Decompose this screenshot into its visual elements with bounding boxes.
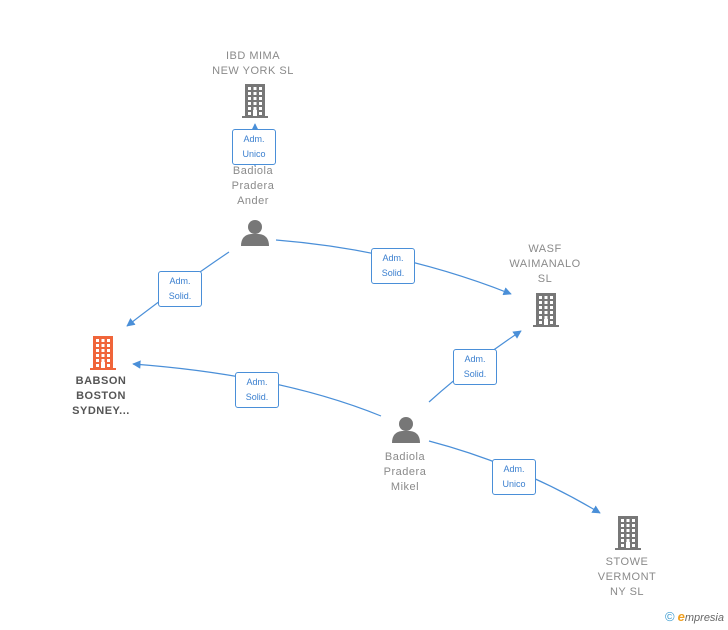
copyright-symbol: © bbox=[665, 609, 675, 624]
node-label-ander[interactable]: Badiola Pradera Ander bbox=[231, 165, 275, 207]
nodes-layer bbox=[90, 84, 641, 550]
footer-brand: ©empresia bbox=[665, 609, 724, 624]
edge-label-mikel-to-babson[interactable]: Adm. Solid. bbox=[235, 372, 279, 408]
edge-label-mikel-to-wasf[interactable]: Adm. Solid. bbox=[453, 349, 497, 385]
node-label-ibd[interactable]: IBD MIMA NEW YORK SL bbox=[212, 50, 294, 77]
babson-building-icon[interactable] bbox=[90, 336, 116, 370]
ibd-building-icon[interactable] bbox=[242, 84, 268, 118]
edge-label-ander-to-ibd[interactable]: Adm. Unico bbox=[232, 129, 276, 165]
edge-label-ander-to-wasf[interactable]: Adm. Solid. bbox=[371, 248, 415, 284]
ander-person-icon[interactable] bbox=[241, 220, 269, 246]
node-label-mikel[interactable]: Badiola Pradera Mikel bbox=[383, 451, 427, 493]
edge-label-ander-to-babson[interactable]: Adm. Solid. bbox=[158, 271, 202, 307]
node-label-babson[interactable]: BABSON BOSTON SYDNEY... bbox=[72, 375, 130, 417]
brand-name: mpresia bbox=[684, 612, 724, 624]
mikel-person-icon[interactable] bbox=[392, 417, 420, 443]
wasf-building-icon[interactable] bbox=[533, 293, 559, 327]
brand-logo-e: e bbox=[677, 609, 685, 624]
node-label-wasf[interactable]: WASF WAIMANALO SL bbox=[509, 243, 581, 285]
edge-label-mikel-to-stowe[interactable]: Adm. Unico bbox=[492, 459, 536, 495]
stowe-building-icon[interactable] bbox=[615, 516, 641, 550]
node-label-stowe[interactable]: STOWE VERMONT NY SL bbox=[597, 556, 657, 598]
